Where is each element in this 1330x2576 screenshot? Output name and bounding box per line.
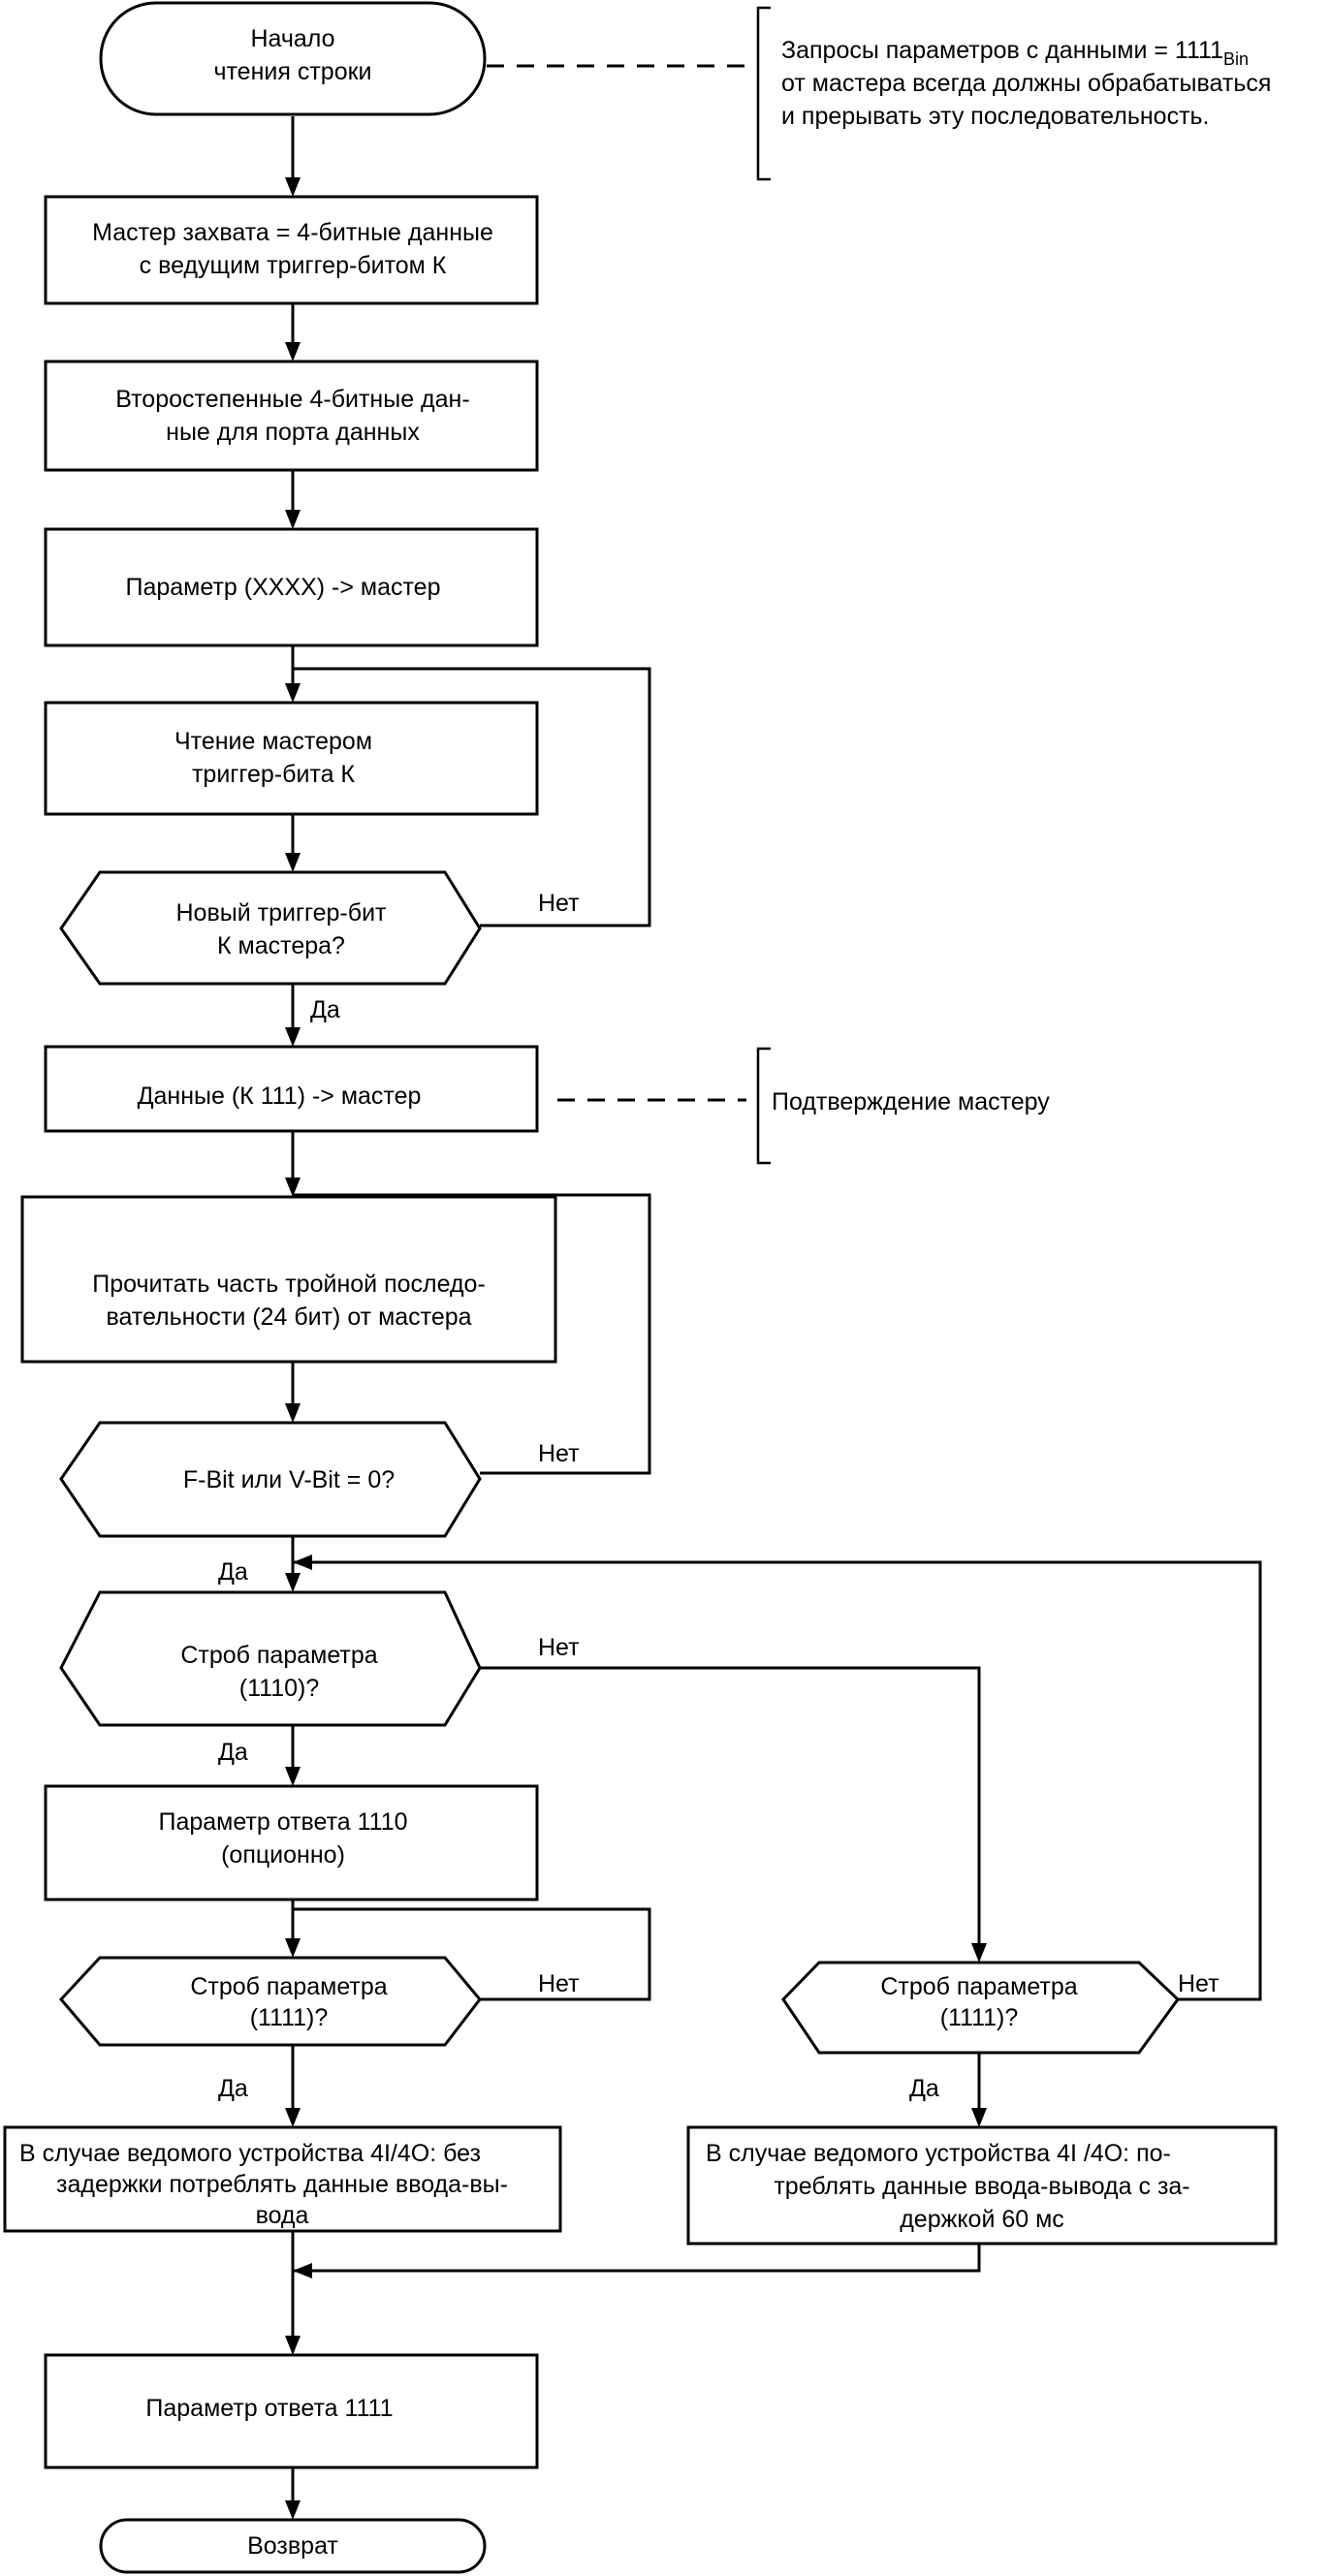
note-mid: Подтверждение мастеру bbox=[772, 1088, 1050, 1115]
note-top: Запросы параметров с данными = 1111Bin о… bbox=[781, 37, 1271, 130]
process-data-k111: Данные (К 111) -> мастер bbox=[44, 1045, 539, 1133]
note-mid-bracket bbox=[756, 1047, 771, 1165]
start-line-1: Начало bbox=[250, 25, 334, 52]
label-yes-decision2: Да bbox=[218, 1558, 248, 1586]
arrowheads bbox=[285, 177, 987, 2520]
process-response-1111: Параметр ответа 1111 bbox=[44, 2353, 539, 2469]
decision-new-trigger-bit-line-2: К мастера? bbox=[217, 932, 345, 959]
branch-labels: Нет Да Нет Да Нет Да Нет Да Нет Да bbox=[218, 890, 1219, 2102]
process-response-1111-text: Параметр ответа 1111 bbox=[145, 2395, 393, 2422]
note-top-line-2: от мастера всегда должны обрабатываться bbox=[781, 70, 1271, 97]
process-read-trigger-bit-line-1: Чтение мастером bbox=[174, 728, 372, 755]
process-secondary-data-line-1: Второстепенные 4-битные дан- bbox=[115, 386, 469, 413]
process-response-1110-line-1: Параметр ответа 1110 bbox=[158, 1808, 407, 1836]
process-consume-io-delay-line-3: держкой 60 мс bbox=[900, 2206, 1064, 2233]
start-terminal: Начало чтения строки bbox=[99, 1, 487, 116]
decision-strobe-1111-left: Строб параметра (1111)? bbox=[58, 1956, 482, 2047]
process-consume-io-no-delay-line-3: вода bbox=[256, 2202, 309, 2229]
process-response-1110: Параметр ответа 1110 (опционно) bbox=[44, 1784, 539, 1901]
end-terminal: Возврат bbox=[99, 2518, 487, 2574]
label-no-decision5: Нет bbox=[1178, 1970, 1219, 1997]
process-read-trigger-bit: Чтение мастером триггер-бита К bbox=[44, 701, 539, 816]
process-read-triple-sequence-line-2: вательности (24 бит) от мастера bbox=[106, 1304, 471, 1331]
process-secondary-data: Второстепенные 4-битные дан- ные для пор… bbox=[44, 360, 539, 472]
process-data-k111-text: Данные (К 111) -> мастер bbox=[138, 1083, 422, 1110]
process-capture-master-line-2: с ведущим триггер-битом К bbox=[140, 252, 447, 279]
process-parameter-to-master-text: Параметр (XXXX) -> мастер bbox=[126, 574, 441, 601]
annotations bbox=[487, 6, 771, 1165]
decision-strobe-1111-left-line-2: (1111)? bbox=[250, 2004, 329, 2031]
connectors bbox=[291, 116, 1262, 2500]
note-top-line-3: и прерывать эту последовательность. bbox=[781, 103, 1210, 130]
label-yes-decision1: Да bbox=[310, 996, 340, 1023]
process-consume-io-no-delay-line-2: задержки потреблять данные ввода-вы- bbox=[56, 2171, 508, 2198]
label-yes-decision4: Да bbox=[218, 2075, 248, 2102]
decision-new-trigger-bit-line-1: Новый триггер-бит bbox=[176, 899, 388, 927]
process-read-trigger-bit-line-2: триггер-бита К bbox=[192, 761, 355, 788]
decision-strobe-1111-right: Строб параметра (1111)? bbox=[781, 1961, 1180, 2055]
decision-strobe-1110-line-2: (1110)? bbox=[239, 1675, 319, 1702]
decision-strobe-1111-right-line-1: Строб параметра bbox=[880, 1973, 1077, 2000]
label-yes-decision3: Да bbox=[218, 1739, 248, 1766]
process-consume-io-no-delay-line-1: В случае ведомого устройства 4I/4O: без bbox=[19, 2140, 481, 2167]
label-yes-decision5: Да bbox=[909, 2075, 939, 2102]
process-secondary-data-line-2: ные для порта данных bbox=[166, 419, 420, 446]
process-consume-io-no-delay: В случае ведомого устройства 4I/4O: без … bbox=[3, 2125, 562, 2233]
label-no-decision1: Нет bbox=[538, 890, 580, 917]
process-capture-master-line-1: Мастер захвата = 4-битные данные bbox=[92, 219, 493, 246]
process-consume-io-delay-line-2: треблять данные ввода-вывода с за- bbox=[774, 2173, 1189, 2200]
decision-f-bit-v-bit: F-Bit или V-Bit = 0? bbox=[59, 1421, 482, 1538]
note-top-line-1: Запросы параметров с данными = 1111Bin bbox=[781, 37, 1249, 69]
process-capture-master: Мастер захвата = 4-битные данные с ведущ… bbox=[44, 195, 539, 305]
label-no-decision2: Нет bbox=[538, 1440, 580, 1467]
label-no-decision4: Нет bbox=[538, 1970, 580, 1997]
process-consume-io-delay-60ms: В случае ведомого устройства 4I /4O: по-… bbox=[686, 2125, 1278, 2246]
decision-f-bit-v-bit-text: F-Bit или V-Bit = 0? bbox=[183, 1466, 395, 1493]
end-text: Возврат bbox=[247, 2532, 338, 2560]
decision-strobe-1111-left-line-1: Строб параметра bbox=[190, 1973, 387, 2000]
process-read-triple-sequence-line-1: Прочитать часть тройной последо- bbox=[92, 1271, 486, 1298]
label-no-decision3: Нет bbox=[538, 1634, 580, 1661]
process-consume-io-delay-line-1: В случае ведомого устройства 4I /4O: по- bbox=[706, 2140, 1171, 2167]
process-response-1110-line-2: (опционно) bbox=[221, 1841, 345, 1869]
decision-new-trigger-bit: Новый триггер-бит К мастера? bbox=[59, 870, 482, 986]
note-top-bracket bbox=[756, 6, 771, 181]
process-read-triple-sequence: Прочитать часть тройной последо- вательн… bbox=[20, 1195, 557, 1364]
decision-strobe-1110-line-1: Строб параметра bbox=[180, 1642, 377, 1669]
start-line-2: чтения строки bbox=[213, 58, 371, 85]
process-parameter-to-master: Параметр (XXXX) -> мастер bbox=[44, 527, 539, 647]
decision-strobe-1111-right-line-2: (1111)? bbox=[940, 2004, 1019, 2031]
decision-strobe-1110: Строб параметра (1110)? bbox=[59, 1590, 482, 1727]
